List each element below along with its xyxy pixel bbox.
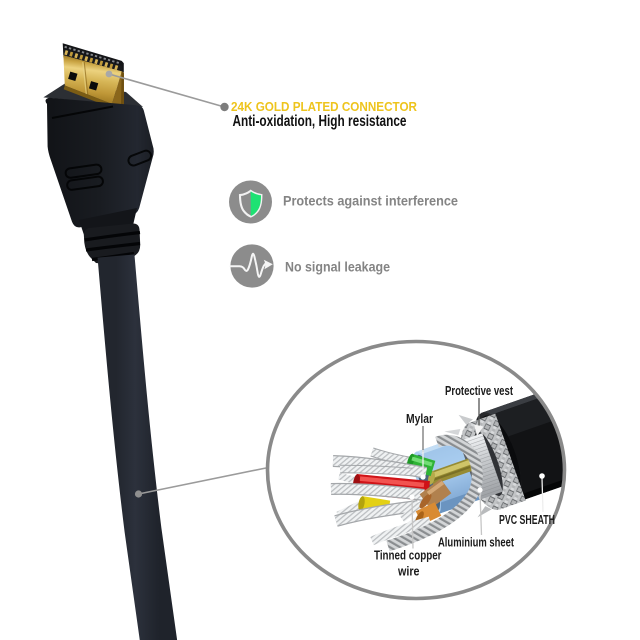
svg-text:Protective vest: Protective vest: [445, 384, 514, 398]
svg-text:24K GOLD PLATED CONNECTOR: 24K GOLD PLATED CONNECTOR: [231, 99, 418, 114]
svg-text:wire: wire: [397, 565, 419, 579]
svg-text:Anti-oxidation, High resistanc: Anti-oxidation, High resistance: [233, 113, 407, 130]
svg-text:No signal leakage: No signal leakage: [285, 259, 390, 275]
svg-text:Mylar: Mylar: [406, 412, 433, 426]
svg-text:Tinned copper: Tinned copper: [374, 549, 442, 563]
svg-text:Protects against interference: Protects against interference: [283, 193, 458, 209]
svg-text:PVC SHEATH: PVC SHEATH: [499, 513, 555, 527]
svg-text:Aluminium sheet: Aluminium sheet: [438, 536, 515, 550]
